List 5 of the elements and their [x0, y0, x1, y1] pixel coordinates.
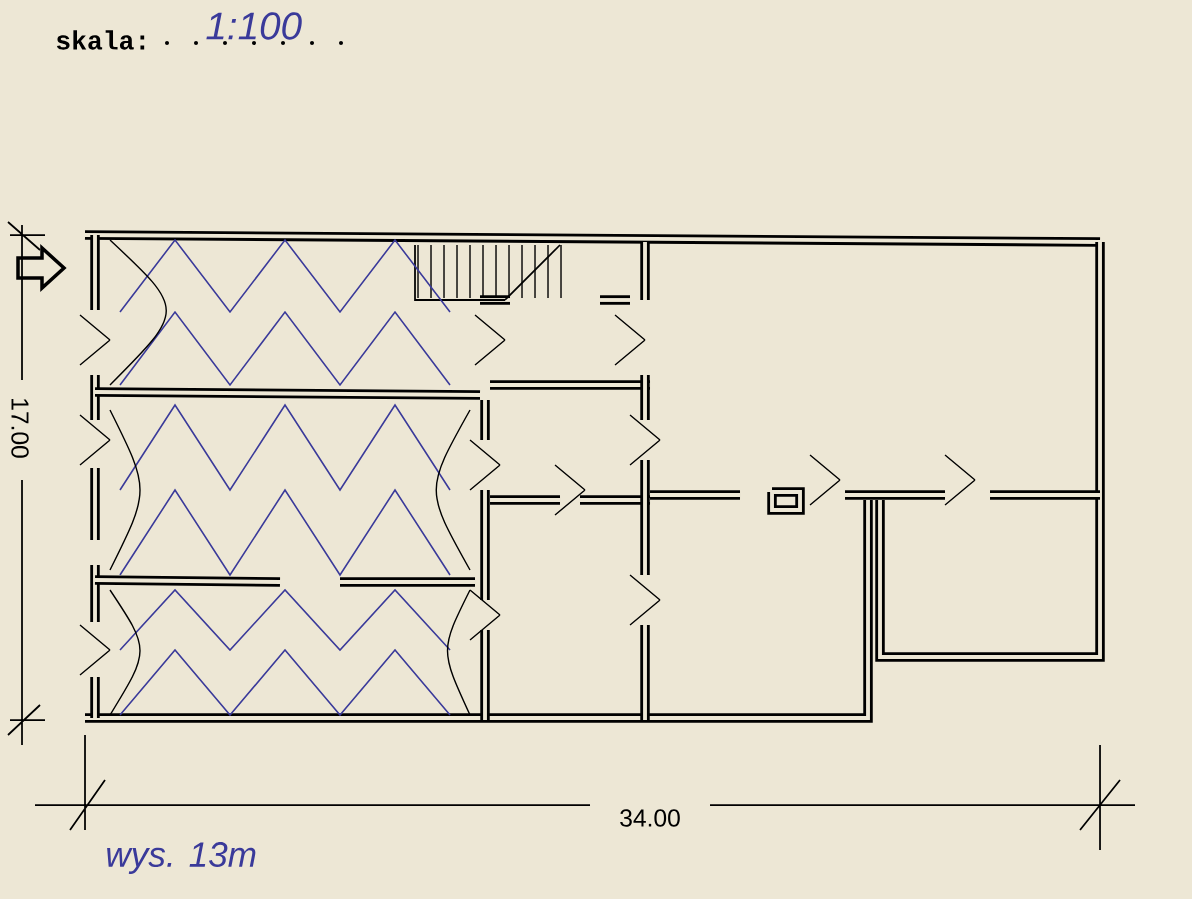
height-note: wys. 13m [107, 842, 256, 874]
dimension-label: 17.00 [11, 399, 29, 458]
dimension-label: 34.00 [620, 809, 680, 827]
scale-value: 1:100 [206, 12, 302, 40]
scale-label: skala: [56, 30, 145, 50]
